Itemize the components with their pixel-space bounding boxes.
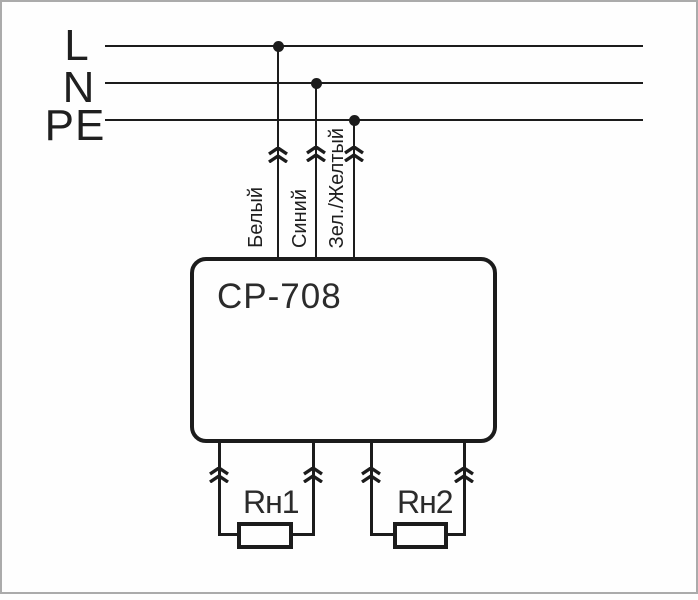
double-chevron-up-icon	[268, 147, 288, 163]
wire-color-label-white: Белый	[245, 187, 267, 248]
output-wire	[370, 440, 373, 536]
bus-label-n: N	[62, 63, 96, 112]
supply-wire-white	[277, 46, 279, 261]
resistor-symbol-1	[237, 522, 293, 549]
bus-label-l: L	[64, 21, 90, 70]
device-box: CP-708	[190, 257, 497, 443]
load-stub	[290, 533, 315, 536]
double-chevron-up-icon	[303, 467, 323, 483]
supply-wire-blue	[315, 83, 317, 261]
bus-label-pe: PE	[44, 101, 106, 150]
output-wire	[463, 440, 466, 536]
double-chevron-up-icon	[306, 146, 326, 162]
wire-color-label-green-yellow: Зел./Желтый	[326, 127, 348, 248]
load-label-2: Rн2	[397, 484, 454, 520]
load-stub	[370, 533, 396, 536]
double-chevron-up-icon	[344, 146, 364, 162]
double-chevron-up-icon	[361, 467, 381, 483]
output-wire	[218, 440, 221, 536]
bus-line-pe	[105, 119, 643, 121]
wire-color-label-blue: Синий	[289, 188, 311, 248]
device-model-label: CP-708	[217, 277, 342, 316]
load-stub	[444, 533, 466, 536]
load-label-1: Rн1	[243, 484, 300, 520]
double-chevron-up-icon	[209, 467, 229, 483]
output-wire	[312, 440, 315, 536]
supply-wire-green-yellow	[353, 120, 355, 261]
bus-line-l	[105, 45, 643, 47]
load-stub	[218, 533, 240, 536]
resistor-symbol-2	[393, 522, 448, 549]
bus-line-n	[105, 82, 643, 84]
double-chevron-up-icon	[454, 467, 474, 483]
